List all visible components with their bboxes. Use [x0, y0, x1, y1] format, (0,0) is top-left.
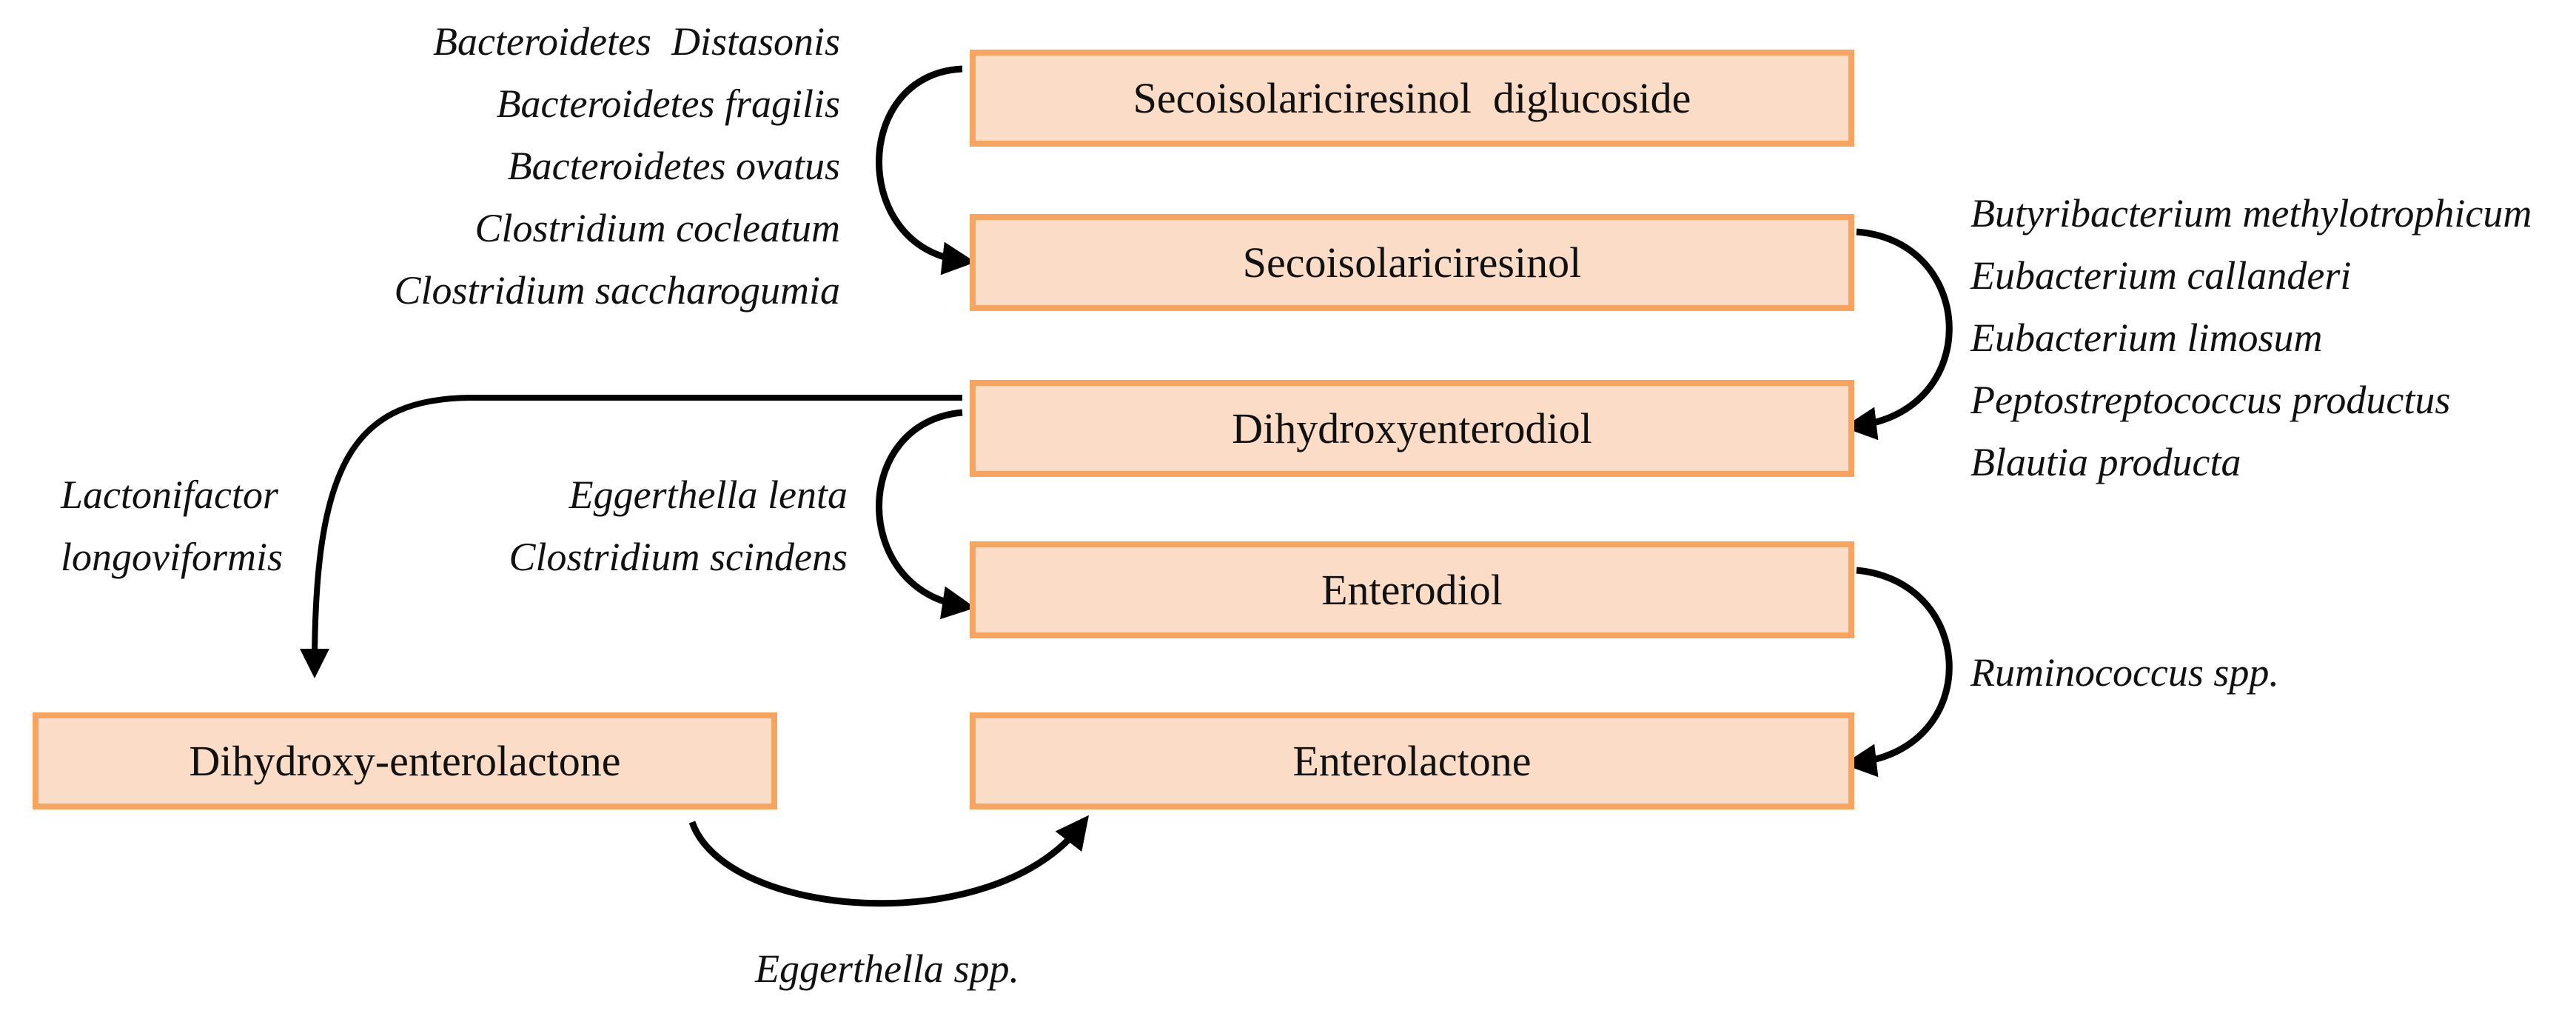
compound-label: Secoisolariciresinol diglucoside — [1133, 74, 1691, 122]
compound-label: Dihydroxyenterodiol — [1232, 404, 1592, 452]
compound-box-enterolactone: Enterolactone — [970, 712, 1854, 809]
compound-label: Secoisolariciresinol — [1242, 238, 1582, 287]
arrow-dhed-to-ed — [876, 409, 976, 620]
bacterium-name: Clostridium scindens — [509, 535, 848, 579]
bacterium-name: Eubacterium limosum — [1970, 315, 2323, 360]
compound-box-dihydroxyenterodiol: Dihydroxyenterodiol — [970, 380, 1854, 477]
bacteria-group-step4: Ruminococcus spp. — [1970, 641, 2279, 704]
bacterium-name: Lactonifactor — [61, 472, 278, 517]
bacterium-name: Ruminococcus spp. — [1970, 650, 2279, 695]
bacteria-group-step2: Butyribacterium methylotrophicum Eubacte… — [1970, 182, 2532, 493]
bacterium-name: Bacteroidetes fragilis — [496, 81, 840, 126]
bacterium-name: longoviformis — [61, 535, 284, 579]
bacterium-name: Bacteroidetes ovatus — [507, 144, 840, 188]
bacterium-name: Eggerthella spp. — [755, 946, 1019, 991]
arrow-seco-to-dhed — [1843, 228, 1953, 441]
bacterium-name: Eggerthella lenta — [568, 472, 848, 517]
bacterium-name: Clostridium cocleatum — [474, 206, 840, 250]
arrow-ed-to-el — [1843, 567, 1953, 778]
compound-box-secoisolariciresinol-diglucoside: Secoisolariciresinol diglucoside — [970, 50, 1854, 147]
bacterium-name: Butyribacterium methylotrophicum — [1970, 191, 2532, 236]
compound-label: Enterolactone — [1292, 737, 1532, 785]
arrow-sdg-to-seco — [876, 65, 976, 275]
compound-box-secoisolariciresinol: Secoisolariciresinol — [970, 214, 1854, 311]
bacteria-group-step5: Lactonifactor longoviformis — [61, 464, 283, 588]
bacteria-group-step1: Bacteroidetes Distasonis Bacteroidetes f… — [394, 10, 840, 321]
bacterium-name: Bacteroidetes Distasonis — [433, 19, 840, 64]
compound-label: Enterodiol — [1321, 566, 1503, 614]
arrow-dhel-to-el — [688, 815, 1090, 907]
compound-box-enterodiol: Enterodiol — [970, 541, 1854, 638]
arrow-dhed-to-dhel — [300, 395, 962, 678]
bacteria-group-step3: Eggerthella lenta Clostridium scindens — [509, 464, 848, 588]
bacterium-name: Clostridium saccharogumia — [394, 268, 840, 313]
bacteria-group-step6: Eggerthella spp. — [755, 938, 1019, 1000]
bacterium-name: Eubacterium callanderi — [1970, 253, 2352, 298]
bacterium-name: Peptostreptococcus productus — [1970, 378, 2451, 422]
bacterium-name: Blautia producta — [1970, 440, 2241, 484]
compound-box-dihydroxy-enterolactone: Dihydroxy-enterolactone — [33, 712, 777, 809]
compound-label: Dihydroxy-enterolactone — [189, 737, 621, 785]
